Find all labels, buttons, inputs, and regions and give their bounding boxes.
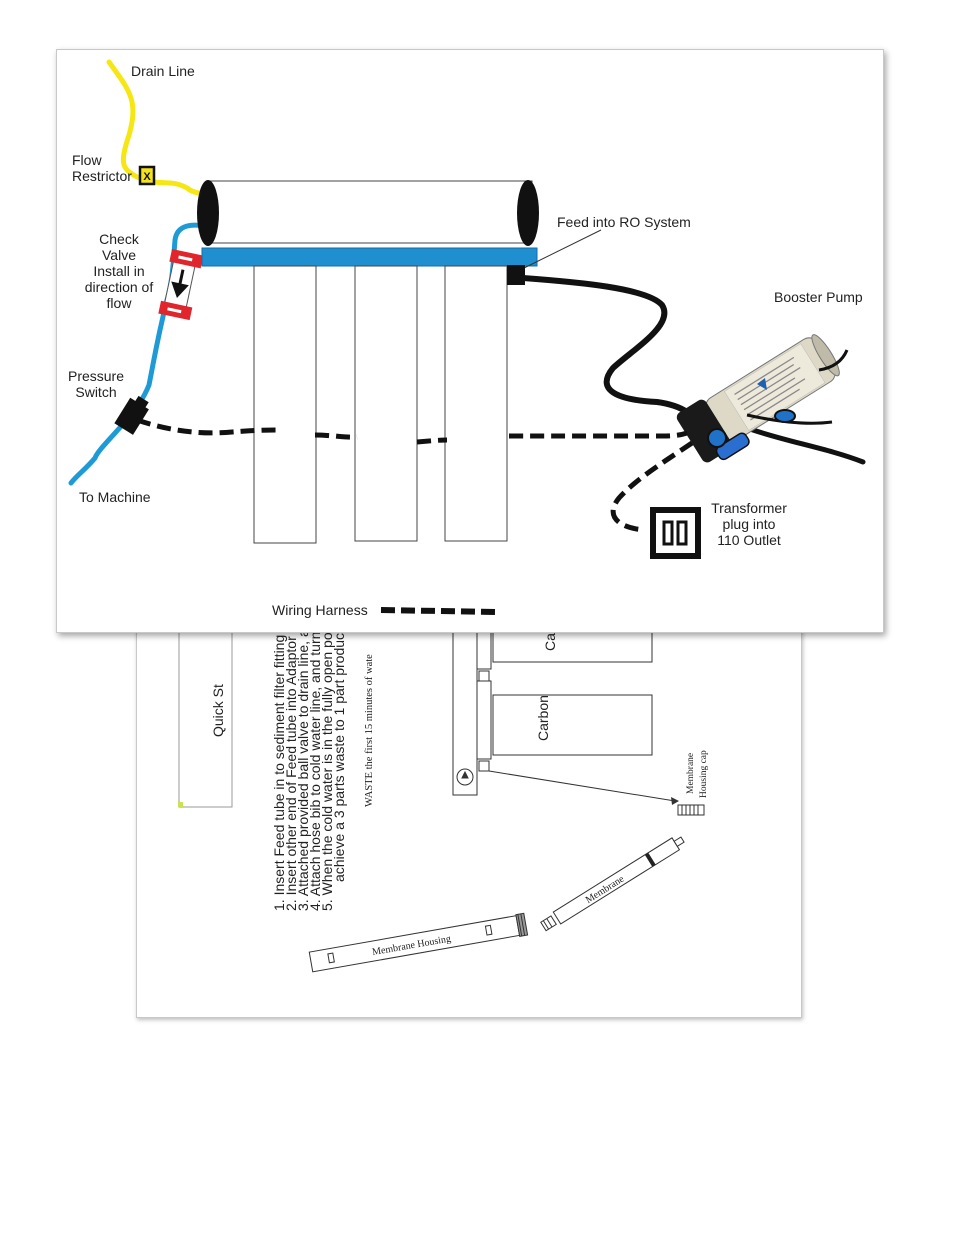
ro-membrane-housing	[197, 180, 539, 246]
booster-pump	[676, 334, 849, 463]
carbon-top-label: Car	[542, 628, 558, 651]
transformer-label-2: plug into	[723, 516, 776, 532]
flow-restrictor-label-2: Restrictor	[72, 168, 132, 184]
cap-pointer-line	[488, 770, 676, 802]
front-page: X	[56, 49, 884, 633]
feed-fitting	[507, 265, 525, 285]
back-page-drawing: Quick St 1. Insert Feed tube in to sedim…	[178, 548, 709, 973]
feed-into-ro-label: Feed into RO System	[557, 214, 691, 230]
to-machine-label: To Machine	[79, 489, 151, 505]
filter-manifold-topview	[452, 628, 653, 796]
pressure-switch	[114, 395, 149, 435]
instruction-line: 2. Insert other end of Feed tube into Ad…	[283, 550, 299, 911]
drain-line	[106, 59, 220, 197]
pressure-switch-label-2: Switch	[75, 384, 116, 400]
filter-canister-3	[444, 265, 508, 542]
ro-system-diagram: X	[68, 59, 866, 618]
title-box-marker	[178, 802, 183, 807]
membrane-housing-cap-label-1: Membrane	[686, 753, 696, 794]
quick-start-title: Quick St	[210, 684, 226, 737]
pump-outlet-hose	[744, 425, 866, 465]
check-valve	[158, 248, 204, 321]
wiring-harness-legend-sample	[380, 607, 498, 615]
membrane-housing-cap-label-2: Housing cap	[699, 750, 709, 798]
back-page: Quick St 1. Insert Feed tube in to sedim…	[136, 548, 802, 1018]
check-valve-label-5: flow	[107, 295, 133, 311]
transformer-label-3: 110 Outlet	[717, 532, 781, 548]
instruction-line: 5. When the cold water is in the fully o…	[319, 553, 335, 911]
carbon-label: Carbon	[535, 695, 551, 741]
membrane-housing: Membrane Housing	[308, 912, 529, 973]
flow-direction-arrow	[171, 281, 189, 299]
carbon-filter-top	[492, 628, 653, 663]
filter-canister-1	[253, 265, 317, 544]
pump-inlet-hose	[520, 275, 690, 415]
pressure-switch-label-1: Pressure	[68, 368, 124, 384]
booster-pump-label: Booster Pump	[774, 289, 863, 305]
filter-canister-2	[354, 265, 418, 542]
transformer	[650, 507, 701, 559]
membrane: Membrane	[540, 836, 685, 932]
instruction-line: 4. Attach hose bib to cold water line, a…	[307, 552, 323, 911]
check-valve-label-2: Valve	[102, 247, 136, 263]
waste-note: WASTE the first 15 minutes of wate	[364, 654, 375, 807]
check-valve-label-3: Install in	[93, 263, 144, 279]
restrictor-mark: X	[143, 171, 151, 183]
cap-pointer-arrow	[671, 797, 679, 805]
feed-pointer-line	[521, 229, 602, 270]
membrane-housing-cap	[677, 804, 705, 816]
filter-canisters	[253, 265, 508, 544]
flow-restrictor-label-1: Flow	[72, 152, 102, 168]
carbon-filter	[492, 694, 653, 756]
check-valve-label-4: direction of	[85, 279, 154, 295]
wiring-harness	[136, 417, 694, 533]
flow-restrictor: X	[138, 165, 156, 186]
manifold-bar	[201, 247, 538, 267]
check-valve-label-1: Check	[99, 231, 140, 247]
drain-line-label: Drain Line	[131, 63, 195, 79]
instruction-line: 3. Attached provided ball valve to drain…	[295, 552, 311, 911]
wiring-harness-label: Wiring Harness	[272, 602, 368, 618]
transformer-label-1: Transformer	[711, 500, 787, 516]
feed-line	[68, 222, 215, 486]
instruction-line: 1. Insert Feed tube in to sediment filte…	[271, 555, 287, 911]
